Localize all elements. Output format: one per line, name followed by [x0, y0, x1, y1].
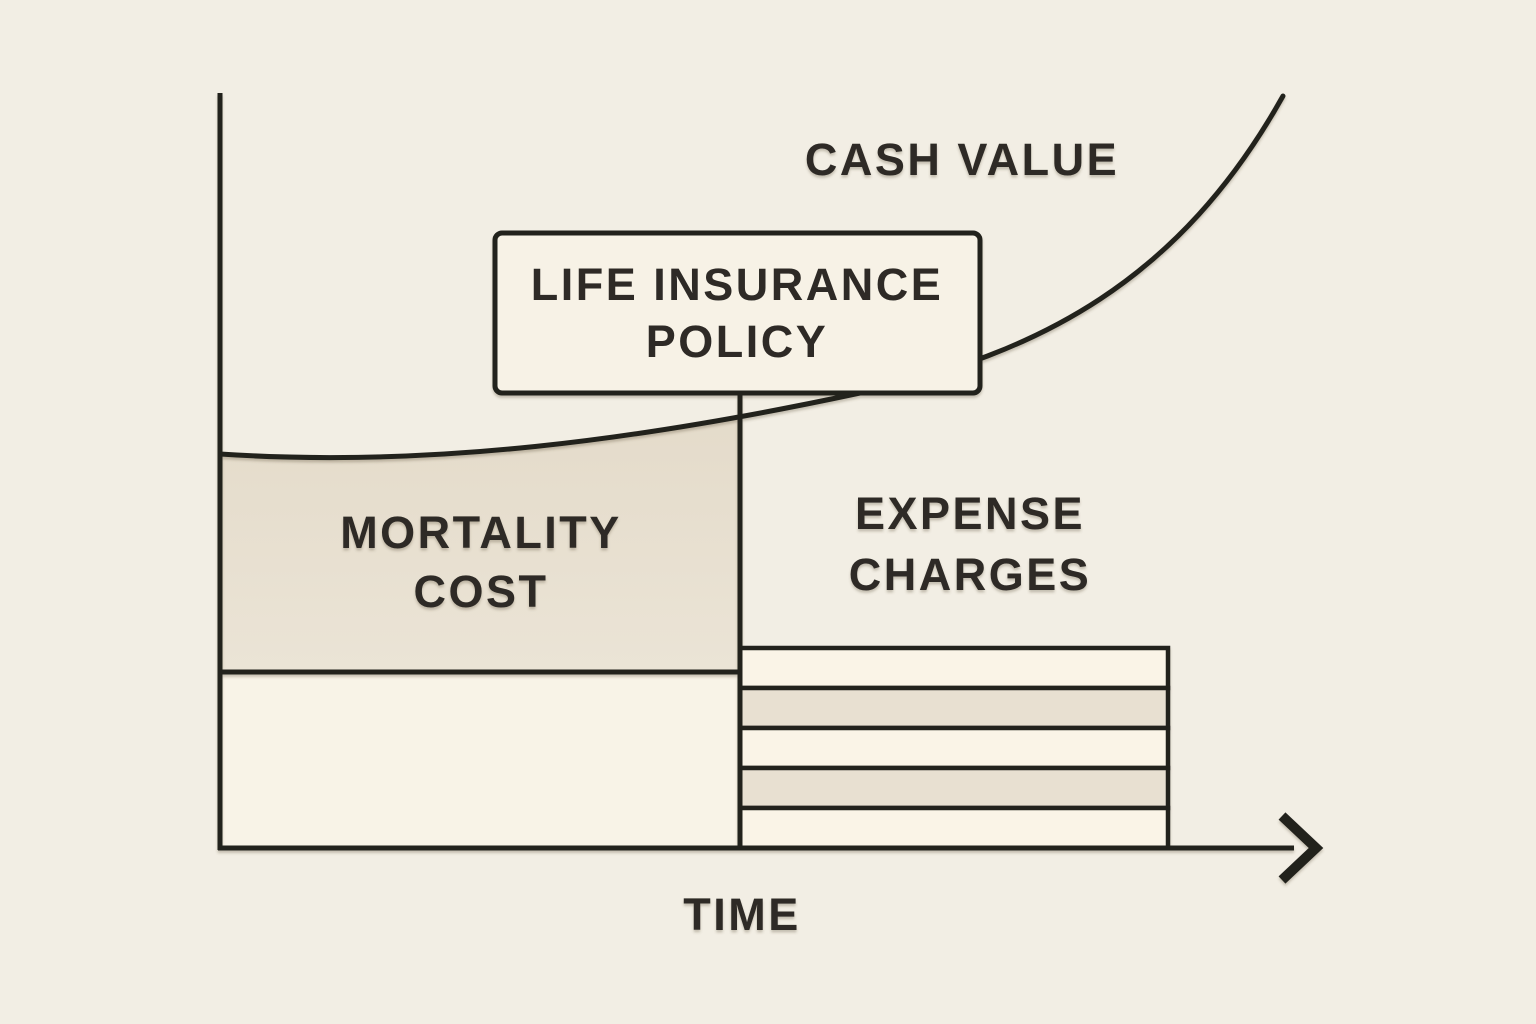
expense-stripes-stack: [737, 645, 1171, 851]
policy-box: [492, 230, 983, 396]
expense-stripe-3: [737, 725, 1171, 771]
base-region: [222, 672, 740, 848]
mortality-cost-region: [222, 416, 742, 672]
expense-label-line2: CHARGES: [849, 549, 1092, 600]
policy-label-line1: LIFE INSURANCE: [531, 259, 944, 310]
expense-stripe-1: [737, 645, 1171, 691]
expense-label-line1: EXPENSE: [855, 488, 1085, 539]
mortality-label-line1: MORTALITY: [340, 507, 622, 558]
cash-value-label: CASH VALUE: [805, 134, 1119, 185]
expense-stripe-5: [737, 805, 1171, 851]
expense-stripe-4: [737, 765, 1171, 811]
time-axis-label: TIME: [683, 889, 801, 940]
expense-stripe-2: [737, 685, 1171, 731]
x-axis-arrowhead-icon: [1278, 812, 1324, 884]
mortality-label-line2: COST: [413, 566, 548, 617]
policy-label-line2: POLICY: [646, 316, 829, 367]
